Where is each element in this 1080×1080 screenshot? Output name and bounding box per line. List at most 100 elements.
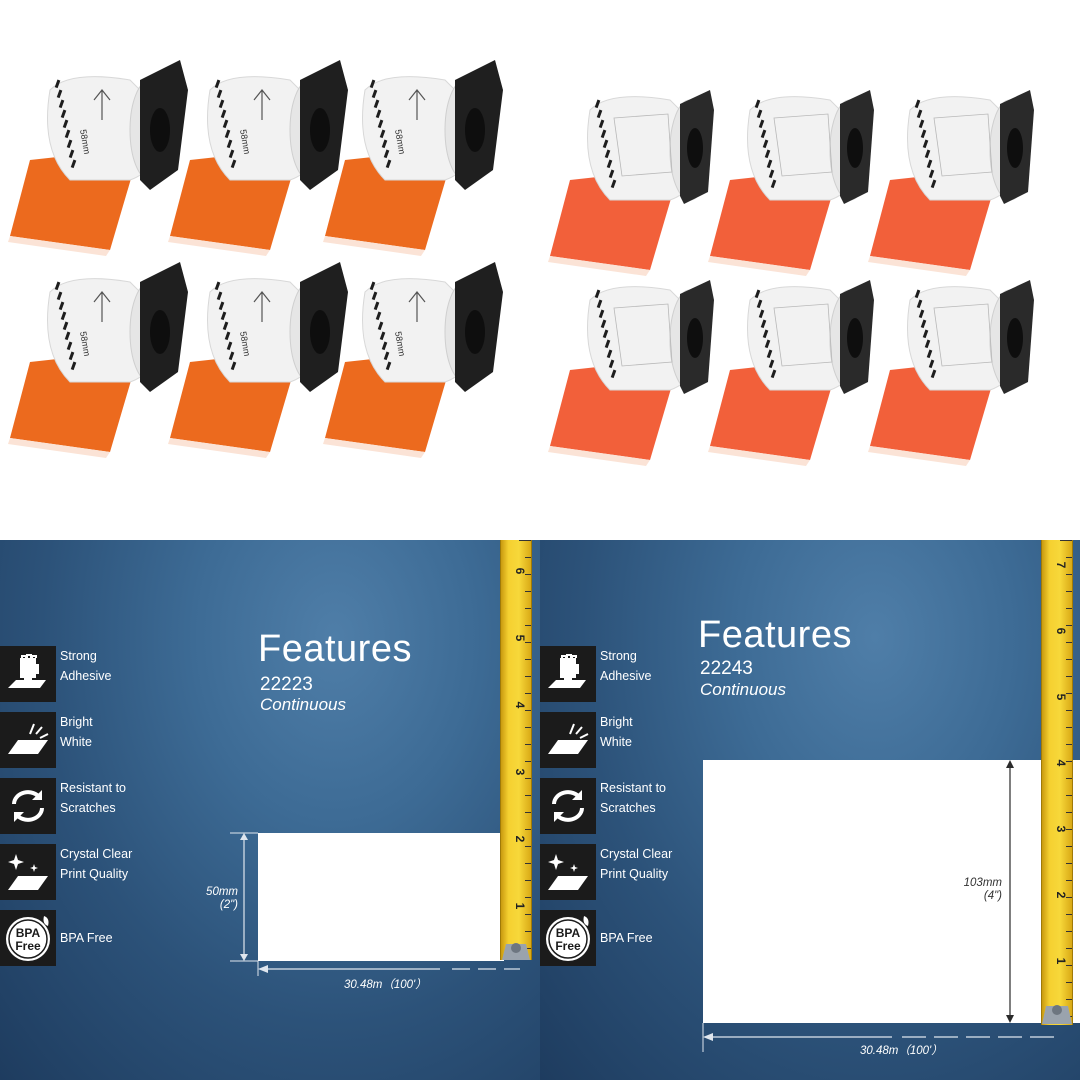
tape-tick <box>1066 846 1072 847</box>
roll-mark <box>56 89 63 99</box>
label-strip-edge <box>323 236 425 256</box>
roll-mark <box>602 329 609 339</box>
tape-tick <box>525 795 531 796</box>
roll-mark <box>924 149 931 159</box>
page-title: Features <box>258 628 412 670</box>
tape-tick <box>525 557 531 558</box>
height-dimension: 50mm <box>206 886 238 898</box>
tape-tick <box>1066 982 1072 983</box>
tape-tick <box>1066 642 1072 643</box>
panel-background <box>0 540 540 1080</box>
tape-number: 1 <box>1054 957 1068 965</box>
roll-mark <box>369 79 376 89</box>
roll-core <box>1007 318 1023 358</box>
label-roll <box>868 280 1034 466</box>
tape-tick <box>1066 761 1072 762</box>
roll-mark <box>610 369 617 379</box>
length-dimension: 30.48m（100'） <box>860 1045 943 1057</box>
label-strip-edge <box>868 256 970 276</box>
arrow-icon <box>93 291 111 322</box>
label-strip-edge <box>8 236 110 256</box>
label-roll: 58mm <box>8 262 188 458</box>
roll-mark <box>606 349 613 359</box>
feature-bpa-free: BPA Free BPA Free <box>540 910 740 966</box>
roll-mark <box>600 129 607 139</box>
roll-mark <box>373 301 380 311</box>
roll-size-text: 58mm <box>393 129 407 155</box>
tape-tick <box>1066 676 1072 677</box>
tape-tick <box>1066 948 1072 949</box>
label-strip-edge <box>708 256 810 276</box>
label-strip-edge <box>168 438 270 458</box>
roll-mark <box>230 159 237 169</box>
tape-tick <box>525 863 531 864</box>
label-roll <box>868 90 1034 276</box>
roll-mark <box>58 301 65 311</box>
tape-number: 4 <box>1054 759 1068 767</box>
features-panel-22223: Strong Adhesive Bright White <box>0 540 540 1080</box>
roll-mark <box>383 351 390 361</box>
roll-mark <box>226 341 233 351</box>
roll-mark <box>377 321 384 331</box>
tape-tick <box>1066 710 1072 711</box>
feature-label-line2: Print Quality <box>60 867 129 881</box>
feature-strong-adhesive: Strong Adhesive <box>0 646 200 702</box>
product-code: 22243 <box>700 658 753 679</box>
label-roll: 58mm <box>168 262 348 458</box>
tape-tick <box>525 812 531 813</box>
label-roll <box>548 90 714 276</box>
tape-tick <box>525 659 531 660</box>
roll-mark <box>594 99 601 109</box>
roll-mark <box>926 349 933 359</box>
roll-mark <box>758 309 765 319</box>
roll-mark <box>218 301 225 311</box>
tape-tick <box>1066 659 1072 660</box>
roll-mark <box>754 289 761 299</box>
roll-mark <box>381 139 388 149</box>
roll-mark <box>766 159 773 169</box>
tape-number: 2 <box>1054 891 1068 899</box>
tape-tick <box>1066 693 1072 694</box>
tape-tick <box>525 642 531 643</box>
roll-core <box>1007 128 1023 168</box>
roll-mark <box>768 359 775 369</box>
tape-tick <box>1066 880 1072 881</box>
roll-mark <box>64 331 71 341</box>
roll-mark <box>608 169 615 179</box>
shine-icon <box>540 712 596 768</box>
tape-tick <box>1066 574 1072 575</box>
tape-tick <box>1060 540 1072 541</box>
label-strip-edge <box>868 446 970 466</box>
roll-outline <box>933 113 993 177</box>
roll-mark <box>60 109 67 119</box>
roll-mark <box>596 109 603 119</box>
label-roll <box>548 280 714 466</box>
roll-mark <box>604 339 611 349</box>
roll-core <box>687 318 703 358</box>
sparkle-icon <box>0 844 56 900</box>
roll-mark <box>762 139 769 149</box>
tape-number: 5 <box>513 634 527 642</box>
fist-icon <box>0 646 56 702</box>
roll-mark <box>924 339 931 349</box>
feature-bright-white: Bright White <box>540 712 740 768</box>
roll-mark <box>756 109 763 119</box>
tape-tick <box>1066 999 1072 1000</box>
roll-mark <box>62 321 69 331</box>
tape-tick <box>1066 591 1072 592</box>
tape-tick <box>519 540 531 541</box>
tape-tick <box>525 574 531 575</box>
bpa-free-icon: BPA Free <box>540 910 596 966</box>
roll-mark <box>754 99 761 109</box>
tape-tick <box>1066 625 1072 626</box>
roll-outline <box>933 303 993 367</box>
label-strip-edge <box>548 256 650 276</box>
roll-mark <box>226 139 233 149</box>
feature-label-line1: Bright <box>60 715 93 729</box>
tape-tick <box>1066 778 1072 779</box>
tape-tick <box>525 710 531 711</box>
tape-tick <box>1066 965 1072 966</box>
shine-icon <box>0 712 56 768</box>
label-strip-edge <box>8 438 110 458</box>
